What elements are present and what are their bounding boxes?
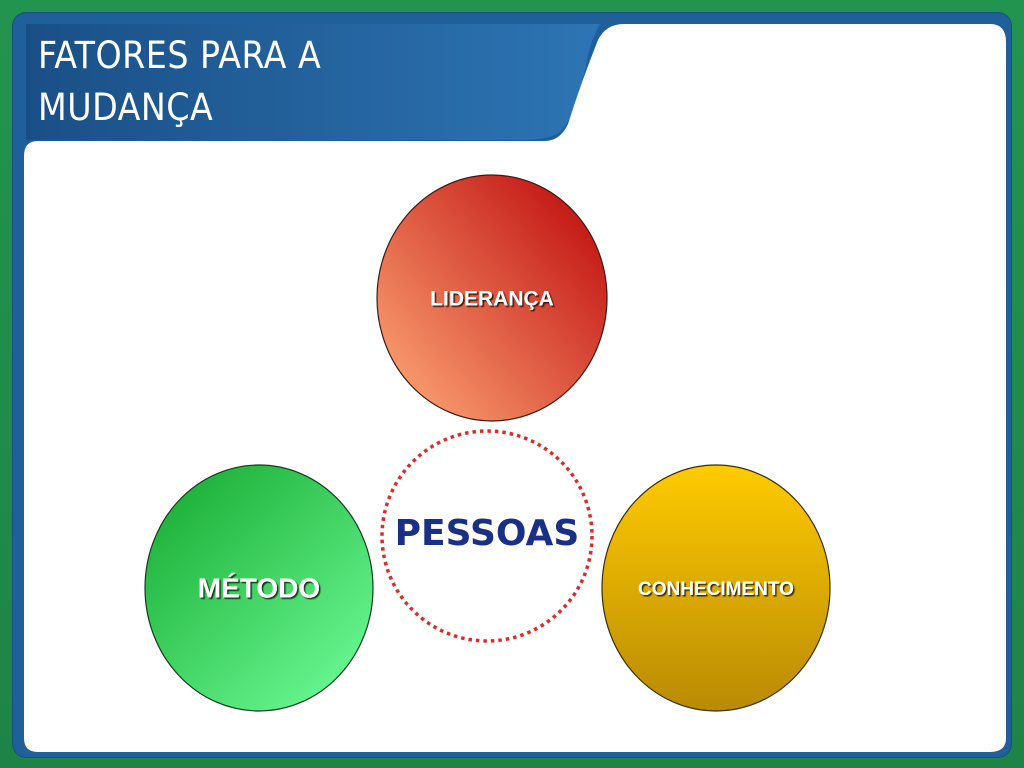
pessoas-label: PESSOAS xyxy=(395,513,580,554)
conhecimento-label: CONHECIMENTO xyxy=(638,579,794,600)
node-conhecimento: CONHECIMENTO xyxy=(601,464,831,712)
metodo-circle xyxy=(144,464,374,712)
lideranca-label: LIDERANÇA xyxy=(430,288,554,311)
node-lideranca: LIDERANÇA xyxy=(376,174,608,422)
pessoas-dotted-circle xyxy=(380,429,594,643)
conhecimento-circle xyxy=(601,464,831,712)
slide-title: FATORES PARA A MUDANÇA xyxy=(38,34,322,129)
node-pessoas: PESSOAS xyxy=(380,429,594,643)
metodo-label: MÉTODO xyxy=(198,572,320,603)
node-metodo: MÉTODO xyxy=(144,464,374,712)
lideranca-circle xyxy=(376,174,608,422)
